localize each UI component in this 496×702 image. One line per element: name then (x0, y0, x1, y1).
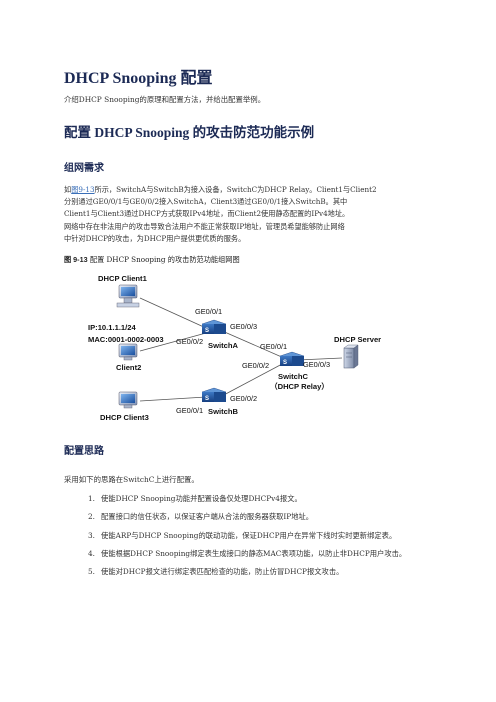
plan-step: 1. 使能DHCP Snooping功能并配置设备仅处理DHCPv4报文。 (88, 493, 448, 505)
svg-text:S: S (283, 360, 287, 366)
svg-text:S: S (205, 328, 209, 334)
figure-caption-text: 配置 DHCP Snooping 的攻击防范功能组网图 (89, 255, 240, 264)
networking-heading: 组网需求 (64, 163, 104, 174)
switchc-ge2-label: GE0/0/2 (242, 361, 269, 370)
para-line-1: 如图9-13所示，SwitchA与SwitchB为接入设备，SwitchC为DH… (64, 184, 436, 196)
para-line-2: 分别通过GE0/0/1与GE0/0/2接入SwitchA，Client3通过GE… (64, 197, 348, 207)
step-number: 2. (88, 512, 95, 522)
switchb-ge1-label: GE0/0/1 (176, 406, 203, 415)
switchc-ge3-label: GE0/0/3 (303, 360, 330, 369)
switcha-ge2-label: GE0/0/2 (176, 337, 203, 346)
doc-title: DHCP Snooping 配置 (64, 70, 213, 87)
plan-step: 2. 配置接口的信任状态，以保证客户端从合法的服务器获取IP地址。 (88, 511, 448, 523)
figure-caption: 图 9-13 配置 DHCP Snooping 的攻击防范功能组网图 (64, 255, 240, 265)
link-switchb-switchc (219, 362, 285, 398)
client2-mac-label: MAC:0001-0002-0003 (88, 335, 164, 344)
link-switcha-switchc (219, 329, 285, 359)
plan-step: 4. 使能根据DHCP Snooping绑定表生成接口的静态MAC表项功能，以防… (88, 548, 448, 560)
para-line-3: Client1与Client3通过DHCP方式获取IPv4地址，而Client2… (64, 209, 350, 219)
link-client2-switcha (139, 332, 207, 352)
plan-step: 3. 使能ARP与DHCP Snooping的联动功能，保证DHCP用户在异常下… (88, 530, 448, 542)
links (139, 297, 343, 402)
client2-pc-icon (118, 343, 138, 361)
plan-steps: 1. 使能DHCP Snooping功能并配置设备仅处理DHCPv4报文。 2.… (88, 493, 448, 584)
switchc-relay-label: （DHCP Relay） (270, 381, 329, 391)
figure-link[interactable]: 图9-13 (71, 185, 95, 194)
step-number: 1. (88, 494, 95, 503)
client2-label: Client2 (116, 363, 141, 372)
svg-text:S: S (205, 396, 209, 402)
switcha-label: SwitchA (208, 341, 238, 350)
client1-label: DHCP Client1 (98, 274, 148, 283)
step-number: 4. (88, 548, 95, 558)
switchc-ge1-label: GE0/0/1 (260, 342, 287, 351)
networking-paragraph: 如图9-13所示，SwitchA与SwitchB为接入设备，SwitchC为DH… (64, 184, 436, 245)
figure-caption-number: 图 9-13 (64, 255, 88, 264)
switcha-icon: S (201, 319, 227, 334)
step-text: 使能根据DHCP Snooping绑定表生成接口的静态MAC表项功能，以防止非D… (101, 548, 407, 558)
client3-pc-icon (118, 391, 138, 409)
server-label: DHCP Server (334, 335, 381, 344)
doc-intro: 介绍DHCP Snooping的原理和配置方法，并给出配置举例。 (64, 95, 266, 104)
para-line-5: 中针对DHCP的攻击，为DHCP用户提供更优质的服务。 (64, 233, 246, 243)
para-line-4: 网络中存在非法用户的攻击导致合法用户不能正常获取IP地址，管理员希望能够防止网络 (64, 221, 345, 231)
step-text: 使能DHCP Snooping功能并配置设备仅处理DHCPv4报文。 (101, 494, 302, 503)
section-title: 配置 DHCP Snooping 的攻击防范功能示例 (64, 125, 315, 140)
plan-step: 5. 使能对DHCP报文进行绑定表匹配检查的功能，防止仿冒DHCP报文攻击。 (88, 566, 448, 578)
step-text: 使能对DHCP报文进行绑定表匹配检查的功能，防止仿冒DHCP报文攻击。 (101, 567, 344, 577)
plan-intro: 采用如下的思路在SwitchC上进行配置。 (64, 475, 199, 484)
switchb-label: SwitchB (208, 407, 238, 416)
step-number: 5. (88, 567, 95, 577)
link-client1-switcha (139, 297, 207, 329)
switchb-ge2-label: GE0/0/2 (230, 394, 257, 403)
link-switchc-server (297, 357, 343, 361)
network-diagram: DHCP Client1 IP:10.1.1.1/24 MAC:0001-000… (88, 274, 381, 422)
step-number: 3. (88, 530, 95, 540)
link-client3-switchb (139, 396, 207, 402)
step-text: 配置接口的信任状态，以保证客户端从合法的服务器获取IP地址。 (101, 512, 314, 522)
client2-ip-label: IP:10.1.1.1/24 (88, 323, 136, 332)
switcha-ge3-label: GE0/0/3 (230, 322, 257, 331)
switchc-label: SwitchC (278, 372, 308, 381)
step-text: 使能ARP与DHCP Snooping的联动功能，保证DHCP用户在异常下线时实… (101, 530, 397, 540)
switchb-icon: S (201, 387, 227, 402)
server-icon (343, 344, 359, 369)
client1-pc-icon (116, 284, 140, 308)
para-prefix: 如 (64, 185, 72, 194)
client3-label: DHCP Client3 (100, 413, 149, 422)
switcha-ge1-label: GE0/0/1 (195, 307, 222, 316)
plan-heading: 配置思路 (64, 446, 104, 457)
para-line-1-rest: 所示，SwitchA与SwitchB为接入设备，SwitchC为DHCP Rel… (94, 185, 377, 194)
switchc-icon: S (279, 351, 305, 366)
